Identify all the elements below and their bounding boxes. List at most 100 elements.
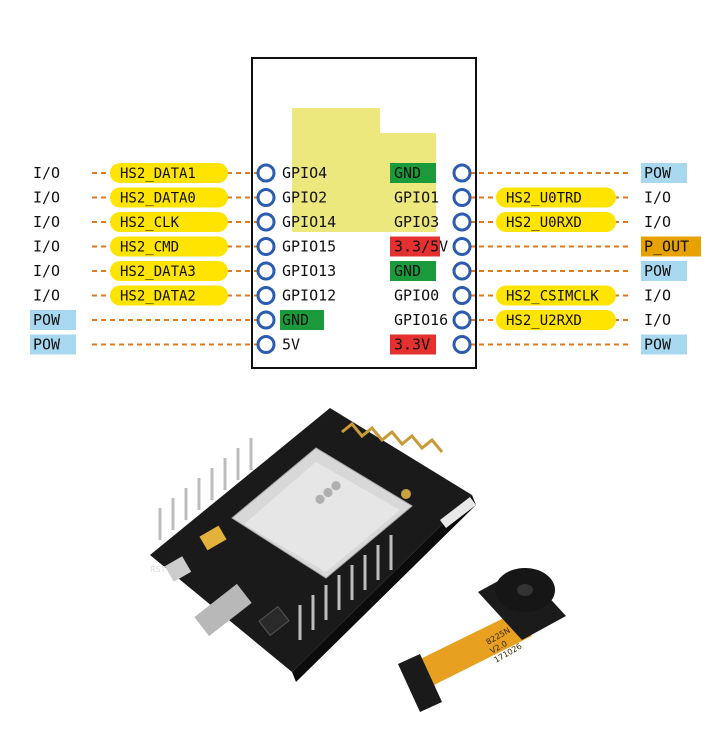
right-pin-row: 3.3/5V P_OUT: [390, 236, 701, 257]
signal-pill: [496, 310, 616, 330]
pin-gpio0: [452, 286, 472, 305]
signal-pill: [496, 285, 616, 306]
pin-gnd: [256, 310, 276, 330]
gpio-label: 3.3/5V: [394, 238, 448, 256]
pin-gpio4: [256, 163, 276, 183]
pcb-board-edge: [292, 495, 476, 682]
right-pin-row: GND POW: [390, 163, 687, 183]
signal-label: HS2_DATA1: [120, 166, 196, 182]
pin-type-badge: [30, 310, 76, 330]
wifi-module-shield: [244, 462, 400, 572]
gpio-label: GPIO4: [282, 164, 327, 182]
pin-5v: [256, 335, 276, 354]
gpio-label: 3.3V: [394, 336, 430, 354]
gpio-label: GPIO1: [394, 189, 439, 207]
signal-pill: [496, 187, 616, 208]
reset-button-body: [164, 556, 192, 582]
pin-type-label: I/O: [33, 213, 60, 231]
pin-type-label: I/O: [644, 213, 671, 231]
left-pin-row: POW GND: [30, 310, 324, 330]
pin-type-label: POW: [644, 164, 672, 182]
pin-gpio13: [256, 261, 276, 281]
gpio-badge: [390, 334, 436, 355]
pin-gnd: [452, 261, 472, 281]
antenna-trace: [341, 421, 444, 453]
gpio-badge: [390, 236, 440, 257]
pin-type-label: POW: [644, 336, 672, 354]
capacitor: [199, 525, 227, 551]
pin-gpio14: [256, 212, 276, 232]
reset-button-label: RST: [150, 565, 166, 574]
pin-gpio16: [452, 310, 472, 330]
ribbon-connector: [398, 654, 442, 712]
pin-type-label: I/O: [644, 311, 671, 329]
gpio-label: GND: [282, 311, 309, 329]
left-pin-row: POW 5V: [30, 334, 300, 355]
pin-type-label: I/O: [644, 287, 671, 305]
pin-gnd: [452, 163, 472, 183]
ribbon-cable: [402, 612, 532, 692]
right-pin-row: GPIO0 HS2_CSIMCLK I/O: [394, 285, 671, 306]
pin-type-badge: [641, 261, 687, 281]
pin-gpio12: [256, 286, 276, 305]
left-pin-row: I/O HS2_DATA2 GPIO12: [33, 285, 336, 306]
signal-pill: [110, 261, 228, 281]
signal-label: HS2_U0TRD: [506, 191, 582, 207]
gpio-label: GPIO0: [394, 287, 439, 305]
pin-type-label: I/O: [33, 287, 60, 305]
pin-type-label: POW: [33, 311, 61, 329]
gpio-label: GPIO14: [282, 213, 336, 231]
left-pin-row: I/O HS2_DATA1 GPIO4: [33, 163, 327, 183]
pin-type-label: I/O: [33, 189, 60, 207]
pin-type-label: I/O: [33, 164, 60, 182]
gpio-badge: [280, 310, 324, 330]
pin-type-label: POW: [33, 336, 61, 354]
gpio-label: 5V: [282, 336, 300, 354]
gpio-label: GPIO13: [282, 262, 336, 280]
camera-lens: [517, 584, 533, 596]
signal-pill: [110, 285, 228, 306]
pin-type-label: POW: [644, 262, 672, 280]
signal-label: HS2_DATA2: [120, 289, 196, 305]
right-pin-column: GND POW GPIO1 HS2_U0TRD I/O GPIO3 HS2_U0RXD I/O…: [390, 163, 701, 355]
camera-module-illustration: 8225N V2.0 171026: [398, 568, 566, 712]
pin-gpio3: [452, 212, 472, 232]
gpio-label: GPIO2: [282, 189, 327, 207]
header-pins-left: [158, 438, 253, 540]
header-pins-right: [298, 535, 393, 640]
signal-label: HS2_U0RXD: [506, 215, 582, 231]
left-pin-row: I/O HS2_CLK GPIO14: [33, 212, 336, 232]
gpio-label: GPIO12: [282, 287, 336, 305]
pin-type-label: I/O: [33, 262, 60, 280]
esp32-cam-board-illustration: ●●● RST: [150, 408, 476, 682]
chip-shade: [292, 108, 436, 232]
signal-label: HS2_DATA3: [120, 264, 196, 280]
pin-type-badge: [641, 163, 687, 183]
pin-gpio2: [256, 188, 276, 207]
pin-type-label: I/O: [33, 238, 60, 256]
right-pin-row: GPIO3 HS2_U0RXD I/O: [394, 212, 671, 232]
signal-label: HS2_CLK: [120, 215, 180, 231]
signal-label: HS2_CMD: [120, 240, 179, 256]
signal-pill: [110, 212, 228, 232]
gpio-badge: [390, 261, 436, 281]
pin-type-badge: [641, 334, 687, 355]
regulator-chip: [258, 605, 290, 637]
gold-pad: [401, 489, 411, 499]
signal-label: HS2_U2RXD: [506, 313, 582, 329]
gpio-label: GPIO3: [394, 213, 439, 231]
pin-type-label: P_OUT: [644, 238, 689, 256]
left-pin-row: I/O HS2_DATA3 GPIO13: [33, 261, 336, 281]
pin-type-badge: [641, 236, 701, 257]
signal-pill: [110, 163, 228, 183]
pin-type-badge: [30, 334, 76, 355]
signal-label: HS2_CSIMCLK: [506, 289, 599, 305]
gpio-label: GND: [394, 164, 421, 182]
right-pin-row: 3.3V POW: [390, 334, 687, 355]
